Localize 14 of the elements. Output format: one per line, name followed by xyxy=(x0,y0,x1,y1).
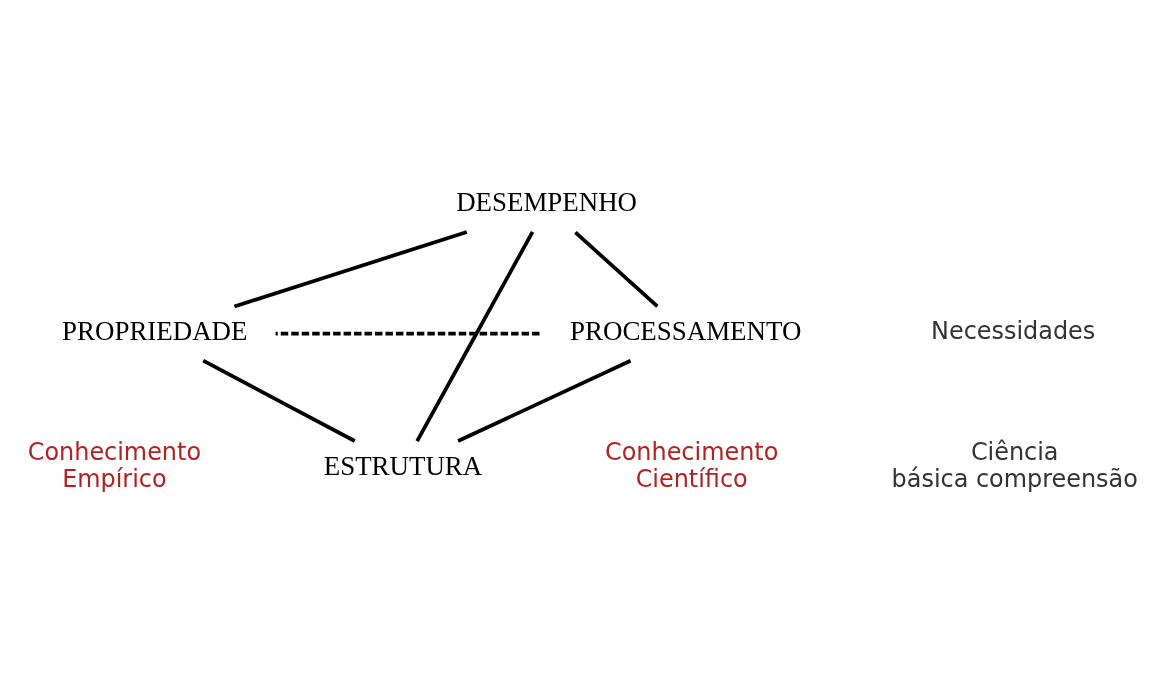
node-text: PROPRIEDADE xyxy=(62,315,248,346)
node-text: DESEMPENHO xyxy=(456,186,638,217)
label: Necessidades xyxy=(931,316,1096,345)
node-text: PROCESSAMENTO xyxy=(570,315,802,346)
node-text: ESTRUTURA xyxy=(323,450,483,481)
label: Ciência básica compreensão xyxy=(891,437,1138,493)
connector xyxy=(233,229,468,308)
connector xyxy=(574,230,659,308)
connector xyxy=(457,358,632,443)
label: Conhecimento Científico xyxy=(605,437,779,493)
connector xyxy=(275,331,540,335)
connector xyxy=(202,358,356,443)
label: Conhecimento Empírico xyxy=(27,437,202,493)
connector xyxy=(415,230,535,442)
